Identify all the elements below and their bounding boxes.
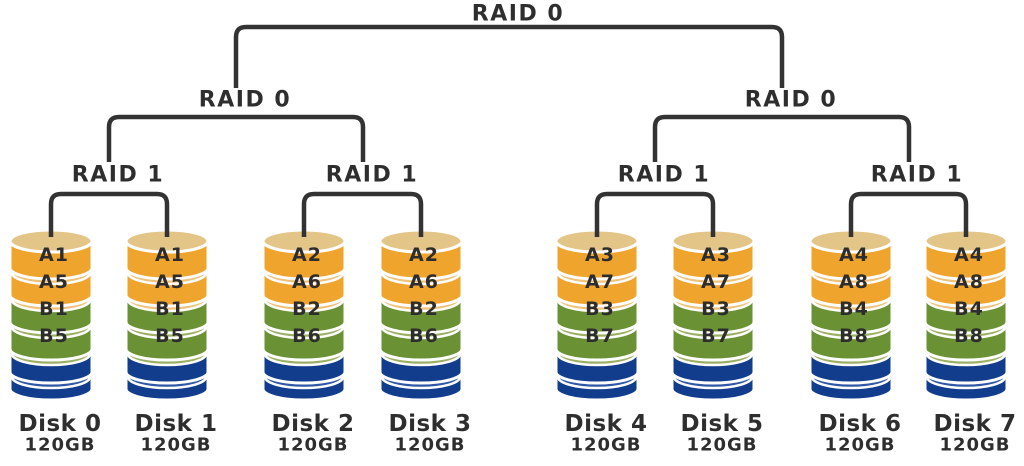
- block-label: A6: [409, 271, 439, 293]
- disk-capacity: 120GB: [570, 435, 641, 456]
- block-label: A3: [701, 244, 731, 266]
- disk-capacity: 120GB: [277, 435, 348, 456]
- disk-capacity: 120GB: [140, 435, 211, 456]
- block-label: A7: [585, 271, 615, 293]
- block-label: A1: [39, 244, 69, 266]
- block-label: B1: [39, 298, 69, 320]
- raid1-label-1: RAID 1: [72, 163, 164, 188]
- raid0-left-bracket: [106, 114, 366, 162]
- raid-tree-connectors: [48, 24, 969, 237]
- block-label: B4: [839, 298, 869, 320]
- disk-name: Disk 7: [934, 411, 1017, 437]
- raid1-label-2: RAID 1: [326, 163, 418, 188]
- raid1-label-4: RAID 1: [871, 163, 963, 188]
- raid0-right-bracket: [652, 114, 912, 162]
- disk-name: Disk 0: [19, 411, 102, 437]
- block-label: B3: [701, 298, 731, 320]
- block-label: B1: [155, 298, 185, 320]
- disk-capacity: 120GB: [24, 435, 95, 456]
- raid0-right-label: RAID 0: [745, 88, 837, 113]
- block-label: A5: [155, 271, 185, 293]
- disk-name: Disk 3: [389, 411, 472, 437]
- block-label: A8: [954, 271, 984, 293]
- block-label: A8: [839, 271, 869, 293]
- block-label: B6: [409, 325, 439, 347]
- raid0-root-bracket: [233, 24, 785, 88]
- block-label: A4: [839, 244, 869, 266]
- raid0-left-label: RAID 0: [199, 88, 291, 113]
- disk-capacity: 120GB: [824, 435, 895, 456]
- disk-capacity: 120GB: [686, 435, 757, 456]
- block-label: B2: [292, 298, 322, 320]
- block-label: B8: [954, 325, 984, 347]
- raid1-label-3: RAID 1: [618, 163, 710, 188]
- block-label: A2: [409, 244, 439, 266]
- raid1-bracket-4: [848, 191, 969, 237]
- block-label: A5: [39, 271, 69, 293]
- block-label: B6: [292, 325, 322, 347]
- block-label: A6: [292, 271, 322, 293]
- disk-name: Disk 2: [272, 411, 355, 437]
- disk-name: Disk 6: [819, 411, 902, 437]
- disk-name: Disk 1: [135, 411, 218, 437]
- block-label: A4: [954, 244, 984, 266]
- block-label: B5: [155, 325, 185, 347]
- disk-name: Disk 5: [681, 411, 764, 437]
- block-label: B3: [585, 298, 615, 320]
- disk-capacity: 120GB: [394, 435, 465, 456]
- block-label: B7: [585, 325, 615, 347]
- disk-name: Disk 4: [565, 411, 648, 437]
- block-label: B8: [839, 325, 869, 347]
- raid1-bracket-1: [48, 191, 170, 237]
- block-label: B2: [409, 298, 439, 320]
- block-label: A1: [155, 244, 185, 266]
- block-label: A7: [701, 271, 731, 293]
- block-label: B5: [39, 325, 69, 347]
- block-label: B7: [701, 325, 731, 347]
- block-label: A2: [292, 244, 322, 266]
- raid1-bracket-3: [594, 191, 716, 237]
- raid1-bracket-2: [301, 191, 424, 237]
- block-label: B4: [954, 298, 984, 320]
- raid0-root-label: RAID 0: [472, 2, 564, 27]
- raid-tree-labels: RAID 0 RAID 0 RAID 0 RAID 1 RAID 1 RAID …: [72, 2, 963, 188]
- block-label: A3: [585, 244, 615, 266]
- disk-capacity: 120GB: [939, 435, 1010, 456]
